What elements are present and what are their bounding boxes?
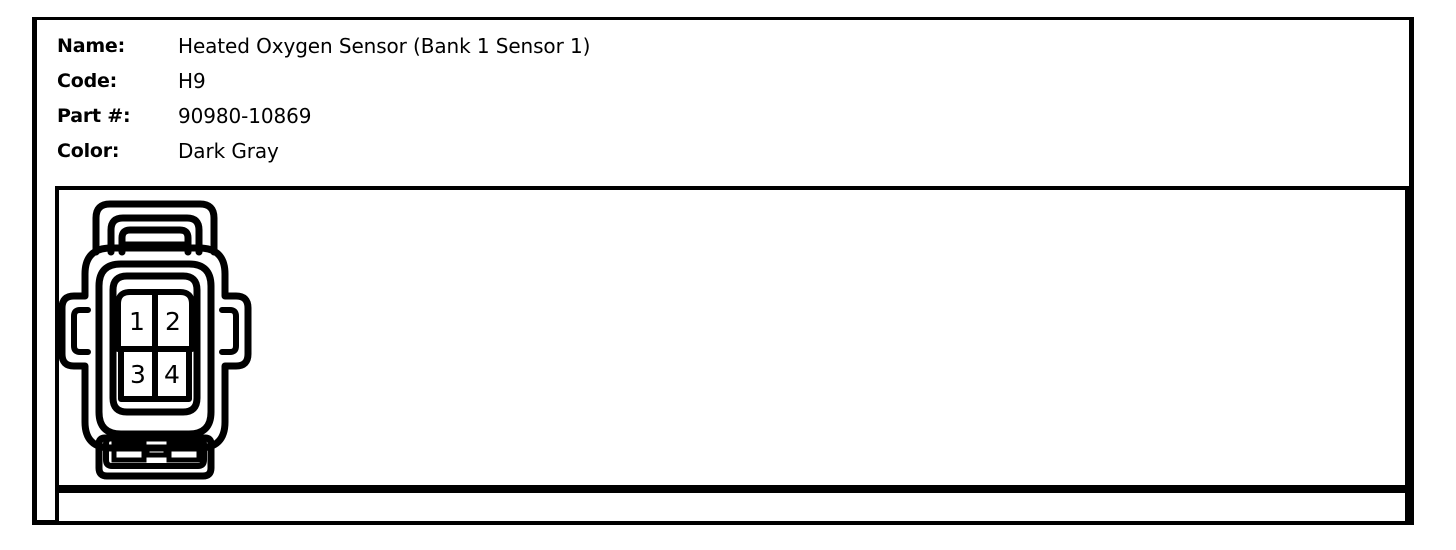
pin-housing-cavity: [109, 272, 201, 416]
connector-outer-body: [58, 244, 252, 452]
info-value-color: Dark Gray: [178, 139, 279, 163]
info-row-name: Name: Heated Oxygen Sensor (Bank 1 Senso…: [57, 29, 957, 64]
latch-inner-bar: [118, 226, 192, 256]
info-label-part-number: Part #:: [57, 105, 131, 127]
connector-illustration-panel: [55, 186, 1409, 489]
info-row-part-number: Part #: 90980-10869: [57, 99, 957, 134]
bottom-tab-slot-center: [144, 444, 169, 458]
info-value-name: Heated Oxygen Sensor (Bank 1 Sensor 1): [178, 34, 591, 58]
bottom-tab-slot-right: [166, 439, 202, 463]
latch-middle-shell: [107, 214, 203, 256]
connector-inner-body: [95, 260, 215, 438]
side-tab-left-slot: [71, 307, 91, 355]
frame-left-border: [32, 17, 37, 525]
connector-info-block: Name: Heated Oxygen Sensor (Bank 1 Senso…: [57, 29, 957, 169]
pin-cell-2: [152, 289, 195, 352]
frame-top-border: [32, 17, 1414, 20]
pin-number-4: 4: [164, 360, 180, 389]
bottom-tab-inner-recess: [103, 435, 207, 469]
info-row-code: Code: H9: [57, 64, 957, 99]
latch-outer-shell: [92, 200, 218, 256]
pin-number-2: 2: [165, 307, 181, 336]
connector-diagram: 1 2 3 4: [58, 186, 288, 486]
info-label-color: Color:: [57, 140, 120, 162]
frame-right-border: [1409, 17, 1414, 525]
bottom-tab-slot-left: [111, 439, 147, 463]
info-value-code: H9: [178, 69, 206, 93]
info-label-name: Name:: [57, 35, 126, 57]
bottom-tab-outer: [95, 434, 215, 480]
pin-number-1: 1: [129, 307, 145, 336]
panel-caption-strip: [55, 493, 1409, 525]
info-value-part-number: 90980-10869: [178, 104, 312, 128]
side-tab-right-slot: [219, 307, 239, 355]
pin-cell-4: [152, 346, 192, 402]
panel-divider-rule: [55, 486, 1409, 493]
pin-number-3: 3: [130, 360, 146, 389]
info-label-code: Code:: [57, 70, 118, 92]
info-row-color: Color: Dark Gray: [57, 134, 957, 169]
